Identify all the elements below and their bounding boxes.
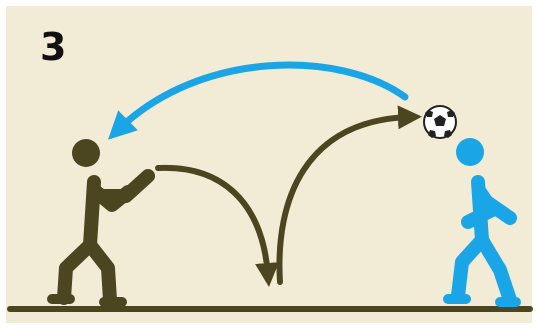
right-player-head — [456, 138, 484, 166]
left-player-figure — [52, 139, 148, 302]
right-player-figure — [448, 138, 516, 302]
return-arc-arrow — [118, 65, 405, 130]
left-player-head — [72, 139, 100, 167]
soccer-ball-icon — [424, 106, 456, 138]
bounce-arc-arrow — [279, 117, 410, 282]
step-number: 3 — [40, 28, 66, 66]
drop-arc-arrow — [158, 168, 268, 275]
